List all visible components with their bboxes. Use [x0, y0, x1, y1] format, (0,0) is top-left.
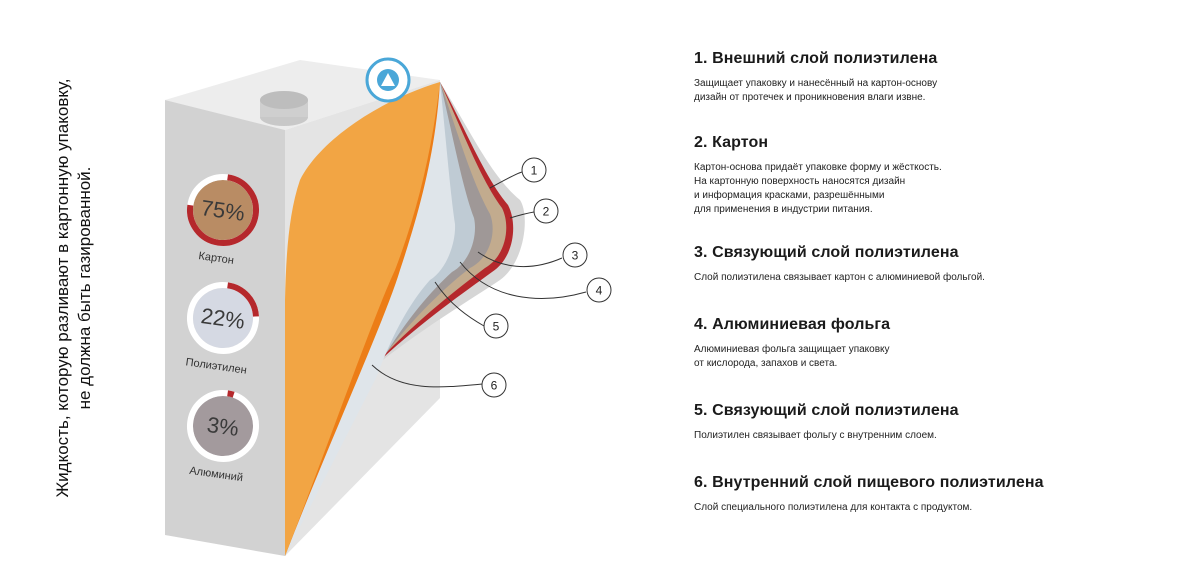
layer-item-3: 3. Связующий слой полиэтилена Слой полиэ… — [694, 242, 1174, 286]
callout-number-1: 1 — [531, 164, 538, 178]
layer-desc: Слой специального полиэтилена для контак… — [694, 502, 973, 513]
layer-title: 1. Внешний слой полиэтилена — [694, 50, 938, 67]
layer-title: 4. Алюминиевая фольга — [694, 316, 891, 333]
layer-desc: Алюминиевая фольга защищает упаковку от … — [694, 344, 890, 369]
callout-circle-4 — [586, 277, 612, 303]
layer-desc: Полиэтилен связывает фольгу с внутренним… — [694, 430, 937, 441]
layer-title: 2. Картон — [694, 134, 769, 151]
callout-circle-6 — [481, 372, 507, 398]
ring-progress-arc — [187, 281, 259, 354]
layer-desc: Картон-основа придаёт упаковке форму и ж… — [694, 162, 942, 215]
layer-desc: Слой полиэтилена связывает картон с алюм… — [694, 272, 985, 283]
layer-title: 5. Связующий слой полиэтилена — [694, 402, 959, 419]
layer-item-1: 1. Внешний слой полиэтилена Защищает упа… — [694, 48, 1174, 104]
ring-fill — [193, 288, 253, 348]
callout-line-3 — [477, 251, 563, 268]
ring-progress-arc — [187, 174, 259, 246]
layer-item-4: 4. Алюминиевая фольга Алюминиевая фольга… — [694, 314, 1174, 370]
side-note-line-2: не должна быть газированной. — [75, 166, 94, 410]
ring-progress-arc — [187, 390, 260, 462]
carton-cap-top — [260, 91, 308, 109]
ring-percent: 22% — [199, 303, 246, 334]
callout-line-5 — [434, 281, 485, 327]
layer-title: 3. Связующий слой полиэтилена — [694, 244, 959, 261]
callout-number-6: 6 — [491, 379, 498, 393]
callout-line-6 — [371, 364, 483, 388]
ring-fill — [193, 396, 253, 456]
callout-line-1 — [489, 171, 523, 189]
callout-number-5: 5 — [493, 320, 500, 334]
callout-circle-5 — [483, 313, 509, 339]
callout-circle-3 — [562, 242, 588, 268]
callout-number-3: 3 — [572, 249, 579, 263]
layer-title: 6. Внутренний слой пищевого полиэтилена — [694, 474, 1044, 491]
callout-line-4 — [459, 261, 587, 299]
composition-ring-1: 75% Картон — [187, 174, 259, 267]
side-note: Жидкость, которую разливают в картонную … — [52, 48, 96, 528]
layer-item-5: 5. Связующий слой полиэтилена Полиэтилен… — [694, 400, 1174, 444]
peel-layer-orange-light — [285, 82, 440, 556]
ring-label: Картон — [198, 250, 235, 267]
side-note-line-1: Жидкость, которую разливают в картонную … — [53, 78, 72, 498]
callout-circle-2 — [533, 198, 559, 224]
callout-circle-1 — [521, 157, 547, 183]
ring-percent: 75% — [199, 195, 246, 226]
eco-badge-triangle-icon — [381, 73, 395, 86]
ring-fill — [193, 180, 253, 240]
callout-line-2 — [509, 211, 535, 219]
callout-number-2: 2 — [543, 205, 550, 219]
callout-number-4: 4 — [596, 284, 603, 298]
layer-desc: Защищает упаковку и нанесённый на картон… — [694, 78, 938, 103]
layer-list: 1. Внешний слой полиэтилена Защищает упа… — [694, 48, 1174, 516]
layer-item-2: 2. Картон Картон-основа придаёт упаковке… — [694, 132, 1174, 218]
ring-percent: 3% — [205, 412, 240, 441]
layer-item-6: 6. Внутренний слой пищевого полиэтилена … — [694, 472, 1174, 516]
